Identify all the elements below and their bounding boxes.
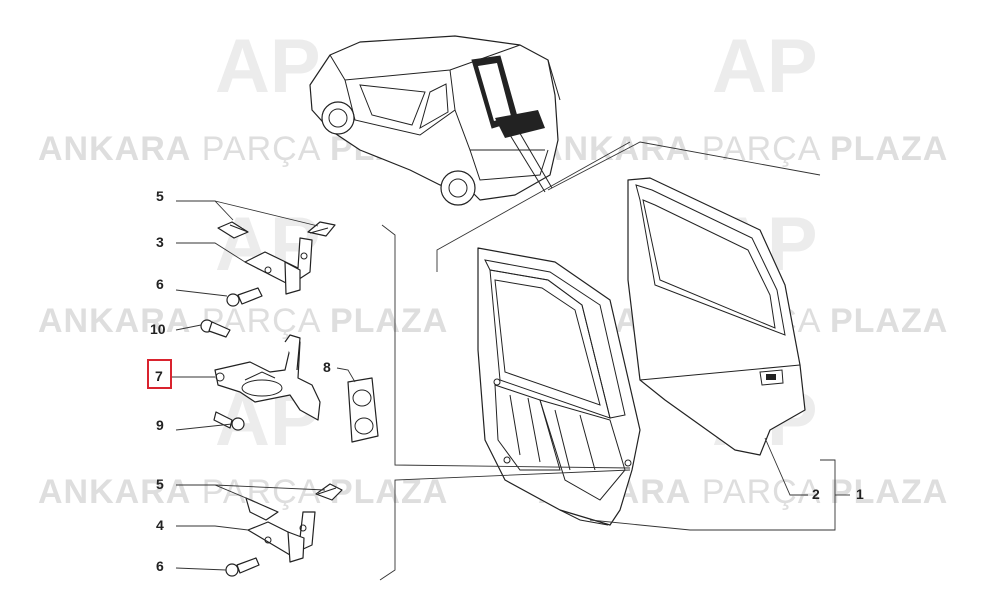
- leader-3: [176, 242, 246, 263]
- callout-5-top[interactable]: 5: [156, 188, 164, 204]
- bolt-illustration: [217, 221, 336, 239]
- leader-bracket-bottom: [379, 469, 631, 581]
- callout-highlight-box: [147, 359, 172, 389]
- door-panel-illustration: [477, 247, 641, 526]
- watermark-logo-top-right: AP: [712, 24, 818, 109]
- leader-9: [175, 423, 233, 431]
- bolt-illustration: [245, 483, 343, 521]
- callout-1[interactable]: 1: [856, 486, 864, 502]
- callout-6-top[interactable]: 6: [156, 276, 164, 292]
- bolt-illustration: [213, 411, 245, 431]
- callout-2[interactable]: 2: [812, 486, 820, 502]
- callout-3[interactable]: 3: [156, 234, 164, 250]
- leader-bracket-top: [381, 224, 631, 469]
- watermark-text-row3-left: ANKARA PARÇA PLAZA: [38, 473, 448, 511]
- callout-9[interactable]: 9: [156, 417, 164, 433]
- watermark-text-row1-right: ANKARA PARÇA PLAZA: [538, 130, 948, 168]
- hinge-illustration: [214, 334, 321, 421]
- callout-7[interactable]: 7: [155, 368, 163, 384]
- leader-4: [176, 525, 249, 531]
- leader-6-top: [175, 289, 228, 297]
- leader-6-bottom: [175, 567, 227, 571]
- bolt-illustration: [226, 287, 263, 307]
- plug-illustration: [347, 377, 379, 443]
- leader-2: [764, 437, 808, 496]
- callout-8[interactable]: 8: [323, 359, 331, 375]
- leader-8: [336, 367, 356, 383]
- callout-6-bottom[interactable]: 6: [156, 558, 164, 574]
- leader-car-2: [436, 141, 631, 272]
- callout-4[interactable]: 4: [156, 517, 164, 533]
- leader-5-bottom-a: [176, 484, 259, 504]
- callout-10[interactable]: 10: [150, 321, 166, 337]
- leader-5-top-b: [214, 200, 319, 227]
- car-illustration: [309, 35, 561, 206]
- leader-car: [547, 141, 821, 191]
- leader-5-bottom-b: [214, 484, 326, 491]
- watermark-logo-top-left: AP: [215, 24, 321, 109]
- watermark-logo: AP: [712, 24, 818, 109]
- hinge-upper-illustration: [244, 237, 313, 295]
- callout-5-bottom[interactable]: 5: [156, 476, 164, 492]
- hinge-lower-illustration: [247, 511, 316, 563]
- door-outer-illustration: [627, 177, 806, 456]
- leader-10: [175, 324, 202, 331]
- leader-5-top-a: [176, 200, 234, 221]
- watermark-logo: AP: [215, 24, 321, 109]
- bolt-illustration: [200, 319, 231, 338]
- leader-1: [589, 459, 836, 531]
- watermark-text-row2-left: ANKARA PARÇA PLAZA: [38, 302, 448, 340]
- bolt-illustration: [225, 557, 260, 577]
